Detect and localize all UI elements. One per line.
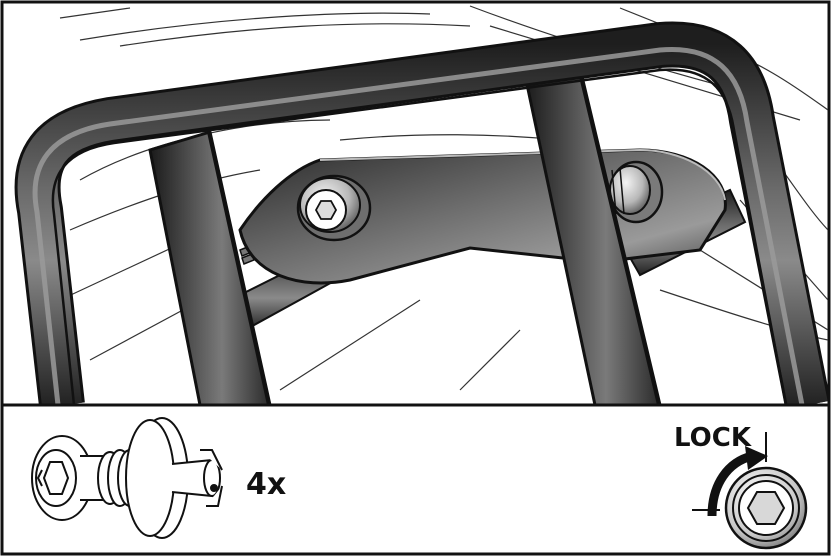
rack-post-left [148,130,272,405]
lock-label: LOCK [674,423,752,453]
lock-direction-detail: LOCK [674,423,808,550]
main-scene [2,5,829,407]
quantity-label: 4x [246,467,286,502]
hex-socket-lock-icon [724,466,808,550]
hex-bolt-left [296,174,372,242]
quick-release-pin-icon [31,417,223,539]
lock-arrow-icon [707,451,754,517]
lock-arrow-head-icon [745,446,768,470]
hardware-detail-panel: 4x LOCK [31,417,808,550]
hex-bolt-right [608,160,664,224]
tubular-rack-frame [14,21,828,405]
